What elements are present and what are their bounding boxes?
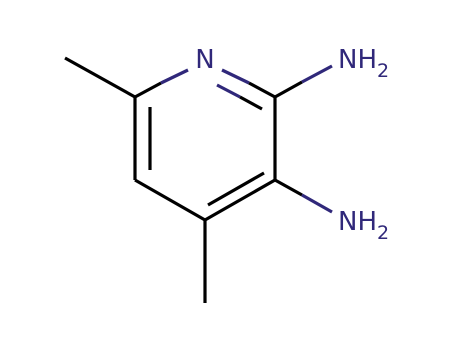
- bond-n1-c2-carbon-half: [248, 81, 276, 99]
- amine-bottom-label: NH2: [338, 207, 389, 244]
- bond-c6-methyl: [64, 56, 136, 99]
- bond-n1-c2-inner-carbon: [239, 95, 263, 111]
- bond-c4-c5: [134, 178, 206, 222]
- bond-n1-c2-inner-nitrogen: [216, 83, 241, 99]
- bond-c3-amine-carbon-half: [274, 178, 303, 197]
- bond-n1-c2-nitrogen-half: [221, 68, 250, 85]
- amine-bottom-subscript: 2: [377, 222, 389, 244]
- amine-top-label: NH2: [338, 45, 389, 82]
- bond-c6-n1-nitrogen-half: [160, 68, 189, 85]
- amine-top-subscript: 2: [377, 60, 389, 82]
- bond-c3-c4-inner: [207, 171, 265, 207]
- bond-c6-n1-carbon-half: [134, 81, 162, 99]
- bond-c3-amine-nitrogen-half: [301, 193, 333, 214]
- amine-top-main: NH: [338, 45, 377, 75]
- bond-c3-c4: [204, 178, 276, 222]
- ring-nitrogen-label: N: [195, 45, 214, 75]
- bond-c2-amine-carbon-half: [274, 80, 303, 99]
- amine-bottom-main: NH: [338, 207, 377, 237]
- bond-c2-amine-nitrogen-half: [301, 64, 333, 84]
